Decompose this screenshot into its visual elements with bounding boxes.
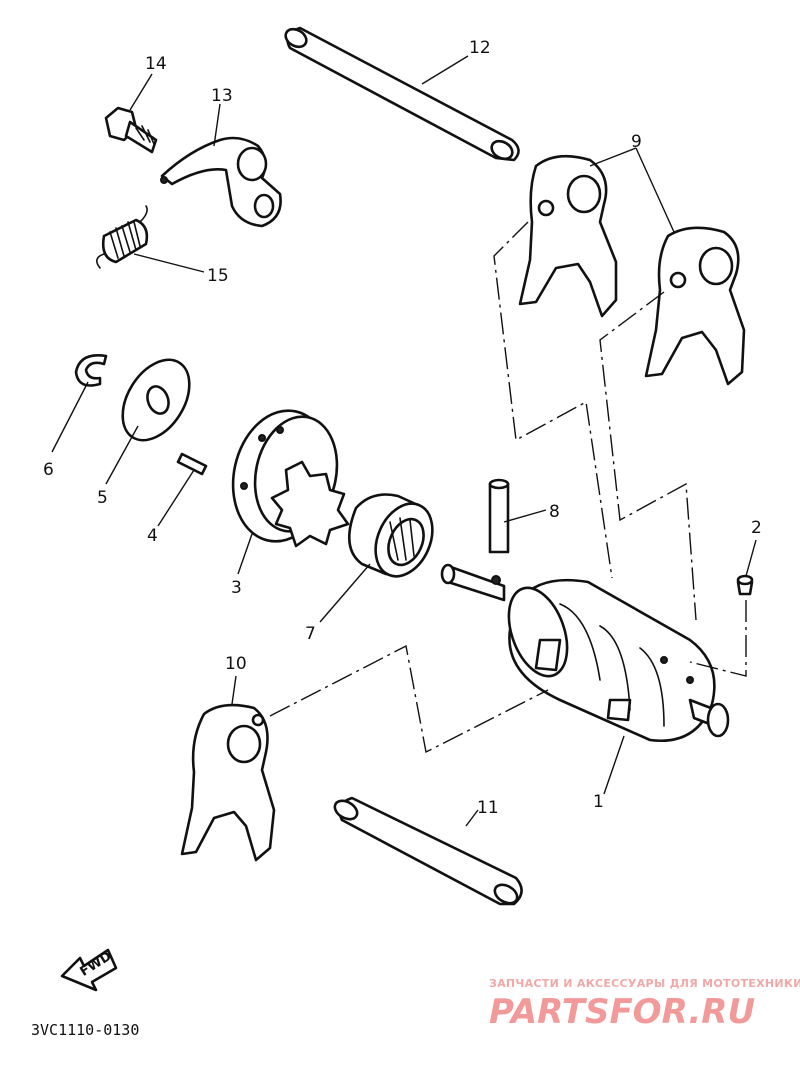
watermark-tagline: ЗАПЧАСТИ И АКСЕССУАРЫ ДЛЯ МОТОТЕХНИКИ [489, 977, 800, 990]
part-number-labels: 1 2 3 4 5 6 7 8 9 10 11 12 13 14 15 [43, 38, 762, 818]
shift-fork-lower [180, 703, 276, 862]
label-3: 3 [231, 578, 242, 598]
assembly-lines [269, 221, 747, 754]
shift-drum [440, 563, 730, 743]
shift-cam-segment [231, 409, 350, 548]
leader-lines [51, 55, 757, 827]
label-10: 10 [225, 654, 247, 674]
watermark: ЗАПЧАСТИ И АКСЕССУАРЫ ДЛЯ МОТОТЕХНИКИ PA… [489, 977, 800, 1032]
shift-fork-upper-2 [644, 226, 746, 386]
label-9: 9 [631, 132, 642, 152]
label-11: 11 [477, 798, 499, 818]
label-2: 2 [751, 518, 762, 538]
label-14: 14 [145, 54, 167, 74]
bolt [104, 106, 158, 154]
stopper-lever [160, 136, 282, 228]
watermark-logo: PARTSFOR.RU [489, 992, 755, 1032]
small-pin [736, 574, 754, 596]
label-7: 7 [305, 624, 316, 644]
forward-arrow-icon: FWD [60, 948, 118, 992]
dowel-pin [176, 452, 208, 476]
circlip [74, 354, 108, 387]
label-8: 8 [549, 502, 560, 522]
label-1: 1 [593, 792, 604, 812]
label-6: 6 [43, 460, 54, 480]
label-13: 13 [211, 86, 233, 106]
torsion-spring [96, 205, 149, 269]
label-12: 12 [469, 38, 491, 58]
label-4: 4 [147, 526, 158, 546]
shift-fork-upper-1 [518, 154, 618, 318]
needle-bearing [347, 493, 434, 578]
shift-fork-shaft-lower [333, 796, 523, 906]
pin [488, 478, 510, 554]
washer [121, 358, 191, 442]
shift-fork-shaft-upper [284, 26, 520, 162]
drawing-code: 3VC1110-0130 [31, 1021, 139, 1039]
label-5: 5 [97, 488, 108, 508]
label-15: 15 [207, 266, 229, 286]
